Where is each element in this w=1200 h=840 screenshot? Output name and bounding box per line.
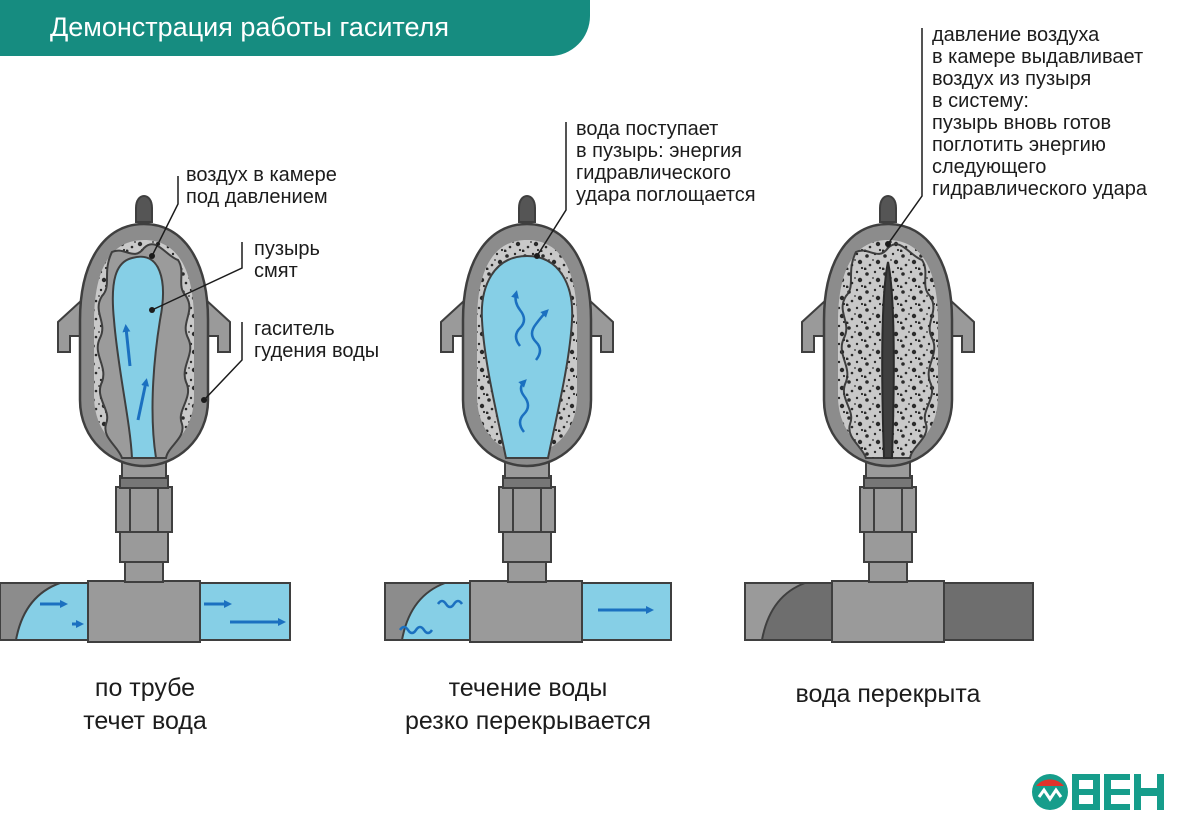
note-air-pressure: воздух в камере под давлением — [186, 164, 337, 208]
panel-3-device — [744, 28, 1034, 643]
caption-panel-1: по трубе течет вода — [40, 672, 250, 738]
tee-3 — [831, 580, 945, 643]
tee-2 — [469, 580, 583, 643]
caption-panel-1-line-1: по трубе — [94, 674, 196, 702]
caption-panel-2-line-1: течение воды — [448, 674, 608, 702]
bladder-1 — [111, 255, 164, 459]
panel-2-device — [384, 122, 672, 643]
caption-panel-1-line-2: течет вода — [83, 707, 207, 735]
header-banner: Демонстрация работы гасителя — [0, 0, 590, 56]
bladder-2 — [480, 254, 574, 459]
caption-panel-2-line-2: резко перекрывается — [404, 707, 652, 735]
note-damper: гаситель гудения воды — [254, 318, 380, 362]
oven-logo — [1032, 774, 1164, 810]
note-air-pushes: давление воздуха в камере выдавливает во… — [932, 24, 1147, 200]
note-water-enters: вода поступает в пузырь: энергия гидравл… — [576, 118, 756, 206]
caption-panel-3-line-1: вода перекрыта — [795, 680, 981, 708]
page-title: Демонстрация работы гасителя — [50, 12, 449, 42]
tee-1 — [87, 580, 201, 643]
bladder-3 — [881, 261, 895, 459]
pipe-1-metal-edge — [0, 582, 61, 641]
note-bladder-crushed: пузырь смят — [254, 238, 320, 282]
caption-panel-3: вода перекрыта — [770, 678, 1006, 711]
nut-1 — [115, 486, 173, 533]
panel-1-device — [0, 176, 291, 643]
caption-panel-2: течение воды резко перекрывается — [378, 672, 678, 738]
